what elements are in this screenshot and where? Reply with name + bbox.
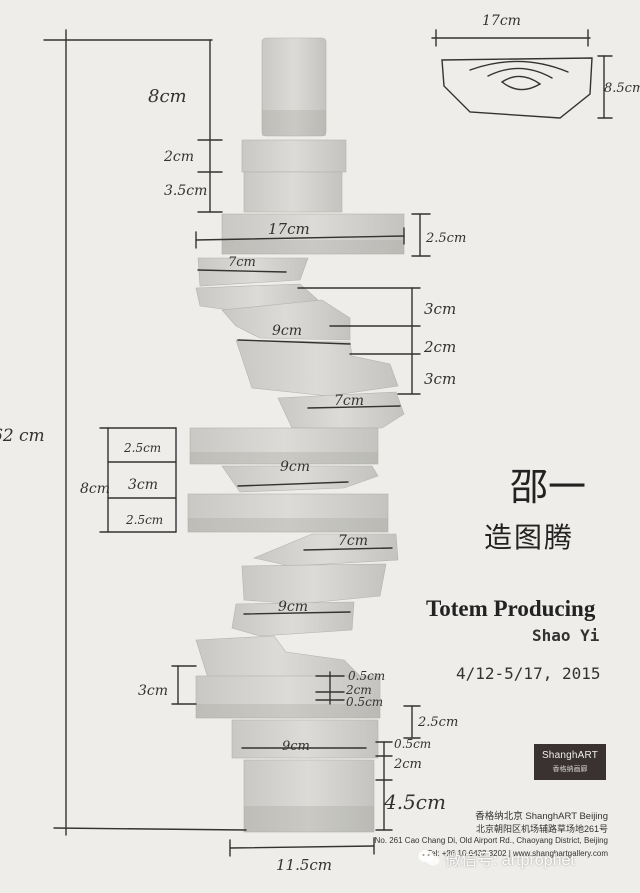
logo-text-cn: 香格纳画廊 <box>552 766 588 773</box>
note-9cm-d: 9cm <box>282 739 310 754</box>
address-en: No. 261 Cao Chang Di, Old Airport Rd., C… <box>374 836 608 845</box>
note-8-5cm-top: 8.5cm <box>604 81 640 96</box>
exhibition-dates: 4/12-5/17, 2015 <box>456 664 601 683</box>
note-8cm-left: 8cm <box>80 481 111 497</box>
note-2cm-d: 2cm <box>394 757 422 772</box>
note-2-5cm-left-b: 2.5cm <box>126 513 164 527</box>
note-11-5cm: 11.5cm <box>276 856 333 874</box>
note-3cm-left: 3cm <box>128 477 159 493</box>
title-cn: 邵一 <box>510 465 587 509</box>
note-3cm-a: 3cm <box>424 300 457 318</box>
note-9cm-c: 9cm <box>278 599 309 615</box>
note-3cm-b: 3cm <box>424 370 457 388</box>
note-7cm-a: 7cm <box>228 255 256 270</box>
note-4-5cm: 4.5cm <box>384 790 446 814</box>
note-height-total: 62 cm <box>0 426 45 446</box>
note-9cm-a: 9cm <box>272 323 303 339</box>
wechat-watermark: 微信号: artprophet <box>418 846 575 870</box>
note-3-5cm: 3.5cm <box>164 183 208 199</box>
note-0-5cm-b: 0.5cm <box>346 695 384 709</box>
note-17cm-top: 17cm <box>482 13 521 29</box>
note-2-5cm-left-a: 2.5cm <box>124 441 162 455</box>
wechat-icon <box>418 850 440 866</box>
note-9cm-b: 9cm <box>280 459 311 475</box>
note-2-5cm-lower: 2.5cm <box>418 715 459 730</box>
logo-text: ShanghART <box>541 750 599 761</box>
watermark-text: 微信号: artprophet <box>445 852 575 869</box>
note-2cm-b: 2cm <box>424 338 457 356</box>
note-0-5cm-c: 0.5cm <box>394 737 432 751</box>
contact-info: Tel: +86 10 6432 3202 | www.shanghartgal… <box>427 849 608 858</box>
note-7cm-c: 7cm <box>338 533 369 549</box>
note-2cm-top: 2cm <box>164 149 195 165</box>
title-en: Totem Producing <box>426 596 596 621</box>
artist-name: Shao Yi <box>532 626 600 645</box>
address-cn: 北京朝阳区机场辅路草场地261号 <box>475 824 608 834</box>
note-2cm-c: 2cm <box>346 683 372 697</box>
venue-name: 香格纳北京 ShanghART Beijing <box>475 811 608 822</box>
note-17cm: 17cm <box>268 220 310 238</box>
note-0-5cm-a: 0.5cm <box>348 669 386 683</box>
note-3cm-left-lower: 3cm <box>138 683 169 699</box>
note-8cm: 8cm <box>148 86 187 107</box>
gallery-logo: ShanghART 香格纳画廊 <box>534 744 606 780</box>
note-7cm-b: 7cm <box>334 393 365 409</box>
subtitle-cn: 造图腾 <box>484 521 575 554</box>
note-2-5cm-upper: 2.5cm <box>426 231 467 246</box>
